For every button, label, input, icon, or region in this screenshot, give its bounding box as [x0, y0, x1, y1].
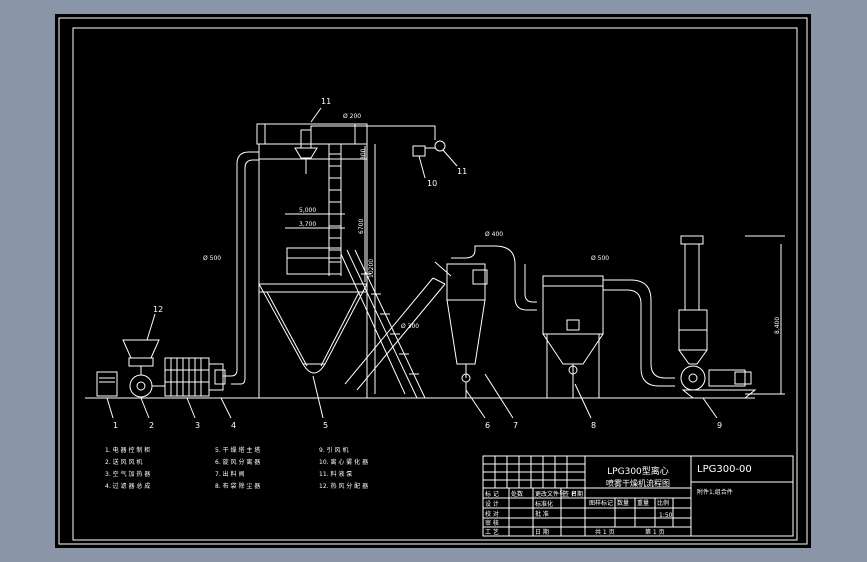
part-number: 9 — [717, 421, 722, 430]
part-number: 7 — [513, 421, 518, 430]
part-number: 8 — [591, 421, 596, 430]
dim-top-offset: 800 — [360, 148, 367, 160]
drawing-title-line1: LPG300型离心 — [607, 465, 669, 477]
tb-sheet: 共 1 页 — [595, 528, 615, 536]
drying-tower-cone — [258, 283, 368, 365]
dim-tower-height: 5,000 — [299, 207, 316, 214]
tb-meta: 比例 — [657, 499, 669, 507]
inclined-duct — [344, 277, 434, 385]
tb-meta: 重量 — [637, 499, 649, 507]
exhaust-stack — [684, 243, 700, 311]
part-number: 5 — [323, 421, 328, 430]
legend-item: 6. 旋 风 分 离 器 — [215, 458, 260, 466]
drawing-sheet: 1 2 3 4 5 6 7 8 9 10 11 11 12 Ø 500 Ø 20… — [55, 14, 811, 548]
legend-item: 12. 热 风 分 配 器 — [319, 482, 368, 490]
part-number: 12 — [153, 305, 163, 314]
legend-item: 7. 出 料 阀 — [215, 470, 244, 478]
tb-row: 工 艺 — [485, 528, 499, 536]
tb-meta: 数量 — [617, 499, 629, 507]
legend-item: 10. 离 心 雾 化 器 — [319, 458, 368, 466]
tb-row: 校 对 — [485, 510, 499, 518]
air-heater — [164, 357, 210, 397]
dim-incline: Ø 300 — [401, 323, 419, 330]
title-block — [482, 455, 794, 537]
part-number: 11 — [457, 167, 467, 176]
dim-top: Ø 200 — [343, 113, 361, 120]
legend-item: 1. 电 器 控 制 柜 — [105, 446, 150, 454]
staircase — [346, 249, 418, 399]
dim-lower-height: 3,700 — [299, 221, 316, 228]
part-number: 6 — [485, 421, 490, 430]
tb-col: 标准化 — [535, 500, 553, 508]
tb-meta: 图样标记 — [589, 499, 613, 507]
legend-item: 4. 过 滤 器 总 成 — [105, 482, 150, 490]
part-number: 11 — [321, 97, 331, 106]
dim-cyclone-in: Ø 400 — [485, 231, 503, 238]
tb-sheet: 第 1 页 — [645, 528, 665, 536]
filter-unit — [214, 369, 226, 385]
part-number: 10 — [427, 179, 437, 188]
control-cabinet — [96, 371, 118, 397]
tb-col: 日 期 — [535, 528, 549, 536]
duct-to-bag-filter — [514, 284, 537, 311]
cyclone-inlet-duct — [451, 245, 516, 284]
legend-item: 9. 引 风 机 — [319, 446, 348, 454]
hot-air-duct — [223, 151, 259, 377]
legend-item: 2. 送 风 风 机 — [105, 458, 142, 466]
tb-scale: 1:50 — [659, 512, 673, 519]
legend-item: 8. 布 袋 除 尘 器 — [215, 482, 260, 490]
part-number: 2 — [149, 421, 154, 430]
tb-header: 标 记 — [485, 490, 499, 498]
part-number: 3 — [195, 421, 200, 430]
dim-side: 10200 — [368, 259, 375, 278]
legend-item: 5. 干 燥 塔 主 塔 — [215, 446, 260, 454]
drawing-note: 附件1,组合件 — [697, 488, 733, 496]
drawing-number: LPG300-00 — [697, 464, 752, 475]
bag-filter-top — [542, 275, 604, 287]
part-number: 1 — [113, 421, 118, 430]
tower-top-frame — [256, 123, 368, 145]
feed-pump — [434, 140, 446, 152]
centrifugal-atomizer — [300, 129, 312, 149]
fan-base — [681, 389, 757, 399]
outer-frame — [58, 17, 808, 545]
tb-row: 审 核 — [485, 519, 499, 527]
legend-item: 3. 空 气 加 热 器 — [105, 470, 150, 478]
dim-right: 8,400 — [774, 317, 781, 334]
induced-fan — [680, 365, 706, 391]
platform — [286, 247, 342, 275]
cyclone-cone — [446, 299, 486, 365]
tb-header: 处数 — [511, 490, 523, 498]
feed-tank — [412, 145, 426, 157]
process-flow-diagram: 1 2 3 4 5 6 7 8 9 10 11 11 12 Ø 500 Ø 20… — [58, 17, 808, 545]
tb-header: 更改文件号 — [535, 490, 565, 498]
legend-item: 11. 料 液 泵 — [319, 470, 352, 478]
dim-main-duct: Ø 500 — [203, 255, 221, 262]
tb-header: 日期 — [571, 490, 583, 498]
inner-frame — [72, 27, 798, 541]
exhaust-duct — [603, 279, 675, 379]
cyclone-body — [446, 263, 486, 301]
fan-motor — [708, 369, 746, 387]
tb-header: 签 名 — [563, 490, 577, 498]
dim-mid: 6700 — [358, 219, 365, 234]
dim-filter-in: Ø 500 — [591, 255, 609, 262]
part-number: 4 — [231, 421, 236, 430]
stack-cap — [680, 235, 704, 245]
feed-hopper — [122, 339, 160, 359]
tb-row: 设 计 — [485, 500, 499, 508]
tb-col: 批 准 — [535, 510, 549, 518]
bag-filter-body — [542, 285, 604, 335]
feed-line — [310, 125, 436, 140]
drawing-title-line2: 喷雾干燥机流程图 — [606, 478, 670, 488]
supply-fan — [129, 374, 153, 398]
